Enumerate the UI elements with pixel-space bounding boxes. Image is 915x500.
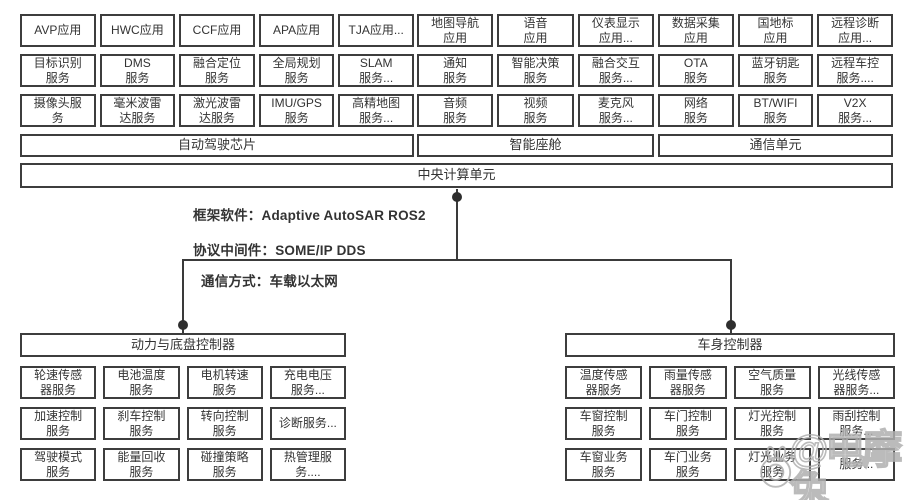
service-box: 融合交互 服务... [577,54,654,87]
service-box: CCF应用 [179,14,255,47]
connector-left-leg-line [182,259,184,333]
service-box: 车窗业务 服务 [565,448,643,481]
service-box: 碰撞策略 服务 [186,448,263,481]
service-box: 转向控制 服务 [186,407,263,440]
service-box: 语音 应用 [497,14,574,47]
service-box: 目标识别 服务 [20,54,96,87]
service-box: 音频 服务 [417,94,494,127]
service-box: 通知 服务 [417,54,494,87]
service-box: 雨刮控制 服务... [817,407,895,440]
service-box: 驾驶模式 服务 [20,448,97,481]
service-box: 麦克风 服务... [577,94,654,127]
group-smart-cockpit: 地图导航 应用语音 应用仪表显示 应用... 通知 服务智能决策 服务融合交互 服… [417,14,654,157]
controller-title-label: 车身控制器 [697,336,763,352]
service-box: 仪表显示 应用... [577,14,654,47]
connector-dot-left [178,320,188,330]
group-communication-unit: 数据采集 应用国地标 应用远程诊断 应用... OTA 服务蓝牙钥匙 服务远程车控… [658,14,893,157]
service-box: 空气质量 服务 [733,366,811,399]
service-box: 刹车控制 服务 [103,407,180,440]
service-box: 加速控制 服务 [20,407,97,440]
service-box: 国地标 应用 [737,14,814,47]
controller-title-box: 动力与底盘控制器 [20,333,346,357]
power-chassis-controller-block: 动力与底盘控制器 轮速传感 器服务电池温度 服务电机转速 服务充电电压 服务..… [20,333,346,481]
service-box: 远程车控 服务.... [817,54,893,87]
group-label-bar: 智能座舱 [417,134,654,157]
service-box: 高精地图 服务... [338,94,414,127]
service-box: 蓝牙钥匙 服务 [737,54,814,87]
central-computing-unit-label: 中央计算单元 [417,167,496,183]
connector-stem-line [456,189,458,261]
body-controller-block: 车身控制器 温度传感 器服务雨量传感 器服务空气质量 服务光线传感 器服务...… [565,333,895,481]
service-box: 激光波雷 达服务 [179,94,255,127]
connector-right-leg-line [730,259,732,333]
service-box: 车门控制 服务 [649,407,727,440]
service-box: 电机转速 服务 [186,366,263,399]
controller-service-grid: 温度传感 器服务雨量传感 器服务空气质量 服务光线传感 器服务... 车窗控制 服… [565,366,895,481]
service-box: 电池温度 服务 [103,366,180,399]
controller-service-grid: 轮速传感 器服务电池温度 服务电机转速 服务充电电压 服务... 加速控制 服务刹… [20,366,346,481]
service-box: 轮速传感 器服务 [20,366,97,399]
service-box: AVP应用 [20,14,96,47]
service-box: 灯光业务 服务 [733,448,811,481]
service-box: 视频 服务 [497,94,574,127]
connector-dot-right [726,320,736,330]
service-box: APA应用 [258,14,335,47]
service-box: 智能决策 服务 [497,54,574,87]
service-box: V2X 服务... [817,94,893,127]
framework-software-label: 框架软件：Adaptive AutoSAR ROS2 [193,208,426,223]
controller-title-label: 动力与底盘控制器 [130,336,235,352]
communication-method-label: 通信方式：车载以太网 [201,274,338,289]
protocol-middleware-label: 协议中间件：SOME/IP DDS [193,243,366,258]
group-label-bar: 通信单元 [658,134,893,157]
service-box: 网络 服务 [658,94,734,127]
service-box: SLAM 服务... [338,54,414,87]
service-box: 能量回收 服务 [103,448,180,481]
central-computing-unit-box: 中央计算单元 [20,163,893,188]
service-box: 全局规划 服务 [258,54,335,87]
service-box: 诊断服务... [269,407,346,440]
service-box: 光线传感 器服务... [817,366,895,399]
service-box: 灯光控制 服务 [733,407,811,440]
service-box: 毫米波雷 达服务 [99,94,176,127]
controller-title-box: 车身控制器 [565,333,895,357]
connector-dot-top [452,192,462,202]
service-box: 车门业务 服务 [649,448,727,481]
service-box: 热管理服 务.... [269,448,346,481]
group-label-bar: 自动驾驶芯片 [20,134,414,157]
service-box: IMU/GPS 服务 [258,94,335,127]
service-box: 融合定位 服务 [179,54,255,87]
service-box: OTA 服务 [658,54,734,87]
service-box: 温度传感 器服务 [565,366,643,399]
service-box: 数据采集 应用 [658,14,734,47]
connector-bus-line [182,259,732,261]
service-box: 雨量传感 器服务 [649,366,727,399]
service-box: 服务... [817,448,895,481]
service-box: 远程诊断 应用... [817,14,893,47]
service-box: 充电电压 服务... [269,366,346,399]
service-box: DMS 服务 [99,54,176,87]
service-box: 地图导航 应用 [417,14,494,47]
service-box: 车窗控制 服务 [565,407,643,440]
service-box: 摄像头服 务 [20,94,96,127]
service-box: HWC应用 [99,14,176,47]
service-box: TJA应用... [338,14,414,47]
service-box: BT/WIFI 服务 [737,94,814,127]
